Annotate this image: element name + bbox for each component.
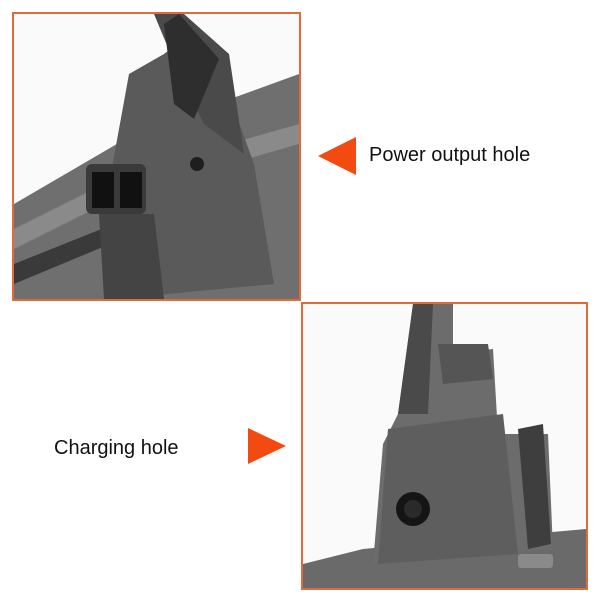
power-output-label: Power output hole (369, 144, 531, 166)
power-output-photo-frame (12, 12, 301, 301)
arrow-right-icon (248, 428, 286, 464)
charging-label: Charging hole (54, 437, 179, 459)
battery-connector-illustration (14, 14, 299, 299)
charging-photo-frame (301, 302, 588, 590)
arrow-left-icon (318, 137, 356, 175)
battery-charging-port-illustration (303, 304, 586, 588)
